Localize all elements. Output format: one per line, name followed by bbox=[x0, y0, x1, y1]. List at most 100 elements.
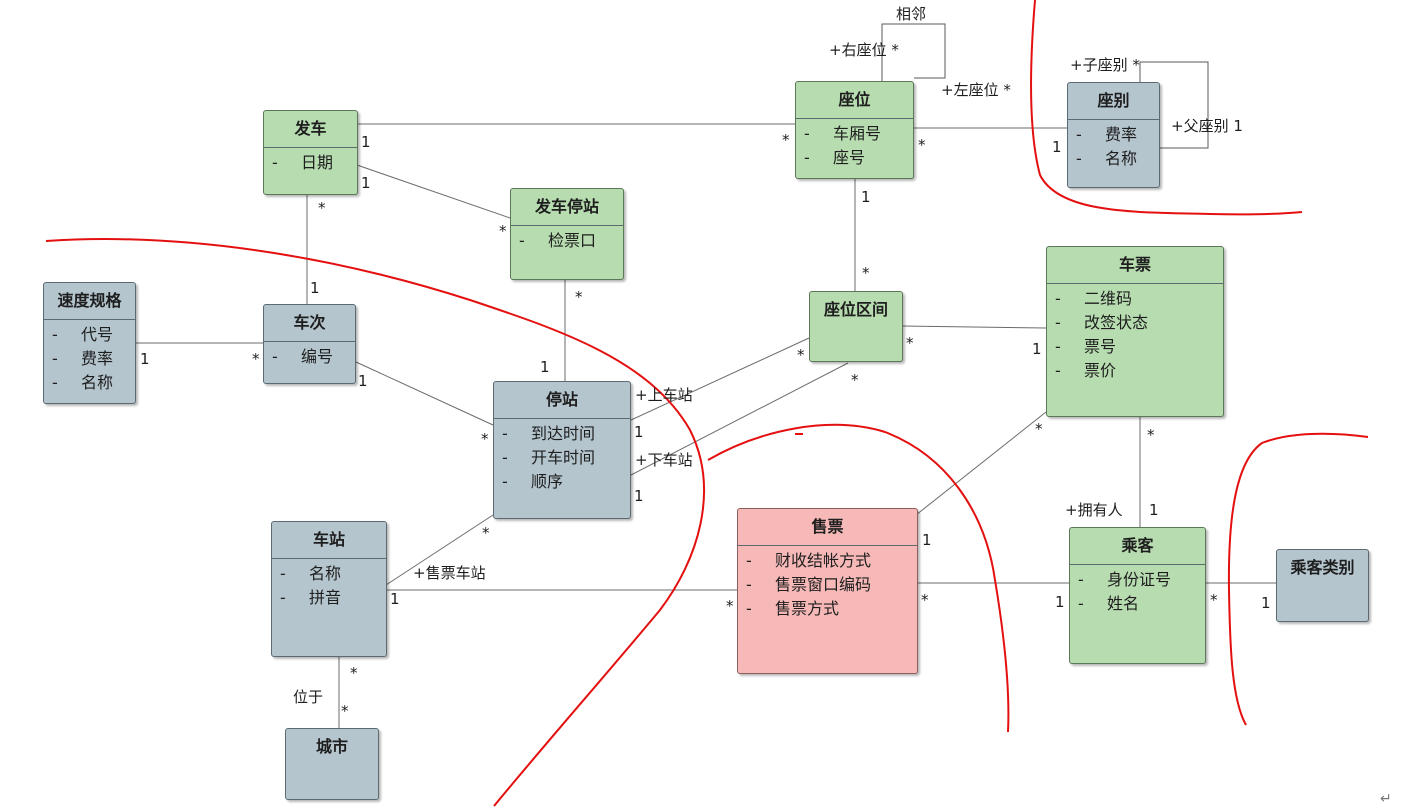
class-chezhan-name: 车站 bbox=[272, 522, 386, 559]
class-suduguige-attr: -名称 bbox=[52, 373, 114, 392]
link-tingzhan-zuoweiqujian-alighting bbox=[630, 362, 849, 476]
self-link-zuobie-hierarchy bbox=[1139, 61, 1209, 149]
multiplicity: * bbox=[341, 702, 349, 720]
multiplicity: 1 bbox=[922, 531, 932, 549]
class-chepiao-attr: -改签状态 bbox=[1055, 313, 1149, 332]
red-partition-curve-right bbox=[1227, 432, 1369, 726]
class-fachetingzhan[interactable]: 发车停站 -检票口 bbox=[510, 188, 624, 280]
self-link-zuowei-adjacent bbox=[881, 23, 946, 82]
class-checi-attr: -编号 bbox=[272, 347, 334, 366]
class-fachetingzhan-name: 发车停站 bbox=[511, 189, 623, 226]
class-tingzhan-attr: -开车时间 bbox=[502, 448, 596, 467]
class-chezhan[interactable]: 车站 -名称 -拼音 bbox=[271, 521, 387, 657]
class-shoupiao-name: 售票 bbox=[738, 509, 917, 546]
multiplicity: 1 bbox=[358, 372, 368, 390]
class-chepiao[interactable]: 车票 -二维码 -改签状态 -票号 -票价 bbox=[1046, 246, 1224, 417]
class-tingzhan[interactable]: 停站 -到达时间 -开车时间 -顺序 bbox=[493, 381, 631, 519]
class-zuowei-attr: -车厢号 bbox=[804, 124, 882, 143]
multiplicity: * bbox=[726, 597, 734, 615]
class-fache-name: 发车 bbox=[264, 111, 357, 148]
class-fache-attr: -日期 bbox=[272, 153, 334, 172]
link-tingzhan-zuoweiqujian-boarding bbox=[630, 337, 810, 421]
label-right-seat: +右座位 * bbox=[829, 41, 899, 59]
multiplicity: * bbox=[318, 199, 326, 217]
class-shoupiao-attr: -财收结帐方式 bbox=[746, 551, 872, 570]
class-chengke-name: 乘客 bbox=[1070, 528, 1205, 565]
label-owner: +拥有人 bbox=[1065, 501, 1123, 519]
class-shoupiao-attr: -售票方式 bbox=[746, 599, 840, 618]
multiplicity: * bbox=[862, 264, 870, 282]
multiplicity: 1 bbox=[1032, 340, 1042, 358]
multiplicity: * bbox=[481, 430, 489, 448]
label-parent-class: +父座别 1 bbox=[1171, 117, 1243, 135]
multiplicity: 1 bbox=[1149, 501, 1159, 519]
link-shoupiao-chepiao bbox=[915, 411, 1047, 516]
class-zuowei-name: 座位 bbox=[796, 82, 913, 119]
class-chengke-attr: -姓名 bbox=[1078, 594, 1140, 613]
multiplicity: * bbox=[918, 136, 926, 154]
class-chengke-attr: -身份证号 bbox=[1078, 570, 1172, 589]
multiplicity: * bbox=[906, 334, 914, 352]
class-zuobie-name: 座别 bbox=[1068, 83, 1159, 120]
multiplicity: * bbox=[921, 591, 929, 609]
label-ticket-station: +售票车站 bbox=[413, 564, 486, 582]
link-checi-tingzhan bbox=[355, 361, 494, 426]
class-zuoweiqujian-name: 座位区间 bbox=[823, 300, 888, 319]
multiplicity: * bbox=[575, 288, 583, 306]
red-partition-curve-middle bbox=[707, 423, 1010, 733]
red-partition-curve-top-right bbox=[1030, 0, 1303, 216]
class-chengke[interactable]: 乘客 -身份证号 -姓名 bbox=[1069, 527, 1206, 664]
multiplicity: * bbox=[782, 131, 790, 149]
class-suduguige-name: 速度规格 bbox=[44, 283, 135, 320]
class-suduguige-attr: -代号 bbox=[52, 325, 114, 344]
class-zuobie[interactable]: 座别 -费率 -名称 bbox=[1067, 82, 1160, 188]
label-alighting-station: +下车站 bbox=[635, 451, 693, 469]
multiplicity: * bbox=[851, 371, 859, 389]
multiplicity: * bbox=[482, 524, 490, 542]
class-zuoweiqujian[interactable]: 座位区间 bbox=[809, 291, 903, 362]
multiplicity: 1 bbox=[861, 188, 871, 206]
multiplicity: 1 bbox=[310, 279, 320, 297]
class-chengshi[interactable]: 城市 bbox=[285, 728, 379, 800]
class-zuobie-attr: -费率 bbox=[1076, 125, 1138, 144]
class-shoupiao-attr: -售票窗口编码 bbox=[746, 575, 872, 594]
label-child-class: +子座别 * bbox=[1070, 56, 1140, 74]
class-chezhan-attr: -拼音 bbox=[280, 588, 342, 607]
class-zuowei[interactable]: 座位 -车厢号 -座号 bbox=[795, 81, 914, 179]
multiplicity: 1 bbox=[634, 487, 644, 505]
link-chezhan-tingzhan bbox=[385, 514, 494, 586]
class-suduguige[interactable]: 速度规格 -代号 -费率 -名称 bbox=[43, 282, 136, 404]
class-shoupiao[interactable]: 售票 -财收结帐方式 -售票窗口编码 -售票方式 bbox=[737, 508, 918, 674]
class-fache[interactable]: 发车 -日期 bbox=[263, 110, 358, 195]
class-chepiao-attr: -票价 bbox=[1055, 361, 1117, 380]
link-zuoweiqujian-chepiao bbox=[901, 325, 1047, 329]
link-fache-fachetingzhan bbox=[356, 164, 511, 219]
label-located-in: 位于 bbox=[293, 688, 324, 706]
class-suduguige-attr: -费率 bbox=[52, 349, 114, 368]
class-checi-name: 车次 bbox=[264, 305, 355, 342]
label-boarding-station: +上车站 bbox=[635, 386, 693, 404]
multiplicity: * bbox=[252, 350, 260, 368]
class-tingzhan-attr: -顺序 bbox=[502, 472, 564, 491]
class-chepiao-attr: -票号 bbox=[1055, 337, 1117, 356]
multiplicity: 1 bbox=[1052, 138, 1062, 156]
label-adjacent: 相邻 bbox=[896, 5, 927, 23]
class-chepiao-name: 车票 bbox=[1047, 247, 1223, 284]
return-mark-icon: ↵ bbox=[1380, 791, 1392, 807]
multiplicity: 1 bbox=[1055, 593, 1065, 611]
multiplicity: 1 bbox=[390, 590, 400, 608]
multiplicity: * bbox=[1035, 420, 1043, 438]
red-partition-curve-left bbox=[45, 238, 705, 807]
multiplicity: 1 bbox=[140, 350, 150, 368]
multiplicity: 1 bbox=[361, 133, 371, 151]
class-fachetingzhan-attr: -检票口 bbox=[519, 231, 597, 250]
class-chepiao-attr: -二维码 bbox=[1055, 289, 1133, 308]
class-zuowei-attr: -座号 bbox=[804, 148, 866, 167]
class-chengkeleibie-name: 乘客类别 bbox=[1290, 558, 1355, 577]
multiplicity: * bbox=[350, 664, 358, 682]
multiplicity: * bbox=[499, 222, 507, 240]
multiplicity: * bbox=[1147, 426, 1155, 444]
class-checi[interactable]: 车次 -编号 bbox=[263, 304, 356, 384]
class-chengkeleibie[interactable]: 乘客类别 bbox=[1276, 549, 1369, 622]
